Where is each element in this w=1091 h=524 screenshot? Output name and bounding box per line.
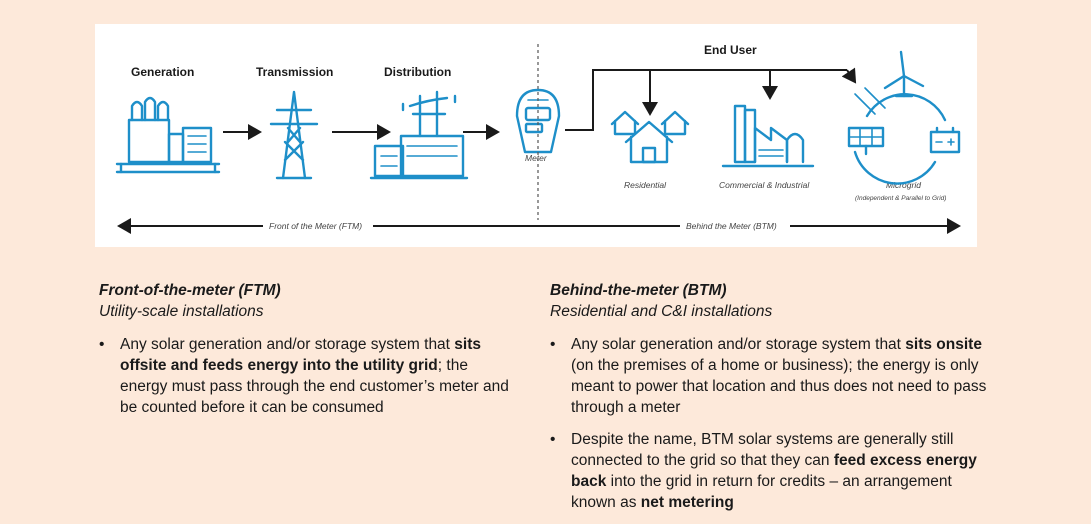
battery-icon bbox=[929, 126, 961, 154]
bullet-text: ; the energy must pass through the end c… bbox=[120, 357, 509, 416]
label-microgrid-sub: (Independent & Parallel to Grid) bbox=[855, 195, 946, 202]
bullet-bold-text: sits onsite bbox=[905, 336, 982, 353]
microgrid-ring-top bbox=[865, 93, 947, 122]
solar-panel-icon bbox=[847, 126, 885, 156]
transmission-tower-icon bbox=[269, 90, 319, 180]
wind-turbine-icon bbox=[883, 50, 925, 98]
bullet-text: Any solar generation and/or storage syst… bbox=[571, 336, 906, 353]
label-commercial: Commercial & Industrial bbox=[719, 180, 810, 190]
arrow-microgrid bbox=[841, 67, 857, 84]
energy-flow-diagram: Generation Transmission Distribution End… bbox=[95, 24, 977, 247]
ftm-title: Front-of-the-meter (FTM) bbox=[99, 282, 281, 299]
bullet-bold-text: feed excess energy back bbox=[571, 452, 977, 490]
bullet-item: Any solar generation and/or storage syst… bbox=[550, 334, 990, 418]
ftm-column: Front-of-the-meter (FTM) Utility-scale i… bbox=[99, 280, 519, 429]
meter-icon bbox=[515, 88, 561, 154]
label-generation: Generation bbox=[131, 65, 194, 79]
bullet-text: (on the premises of a home or business);… bbox=[571, 357, 987, 416]
diagram-svg: Generation Transmission Distribution End… bbox=[115, 43, 961, 234]
bullet-text: Despite the name, BTM solar systems are … bbox=[571, 431, 954, 469]
ftm-axis-label: Front of the Meter (FTM) bbox=[269, 221, 362, 231]
bullet-text: Any solar generation and/or storage syst… bbox=[120, 336, 455, 353]
btm-bullet-list: Any solar generation and/or storage syst… bbox=[550, 334, 990, 513]
factory-icon bbox=[721, 104, 815, 168]
houses-icon bbox=[610, 110, 690, 164]
bullet-item: Despite the name, BTM solar systems are … bbox=[550, 429, 990, 513]
grid-exchange-icon bbox=[854, 87, 886, 115]
ftm-subtitle: Utility-scale installations bbox=[99, 303, 264, 320]
btm-axis-label: Behind the Meter (BTM) bbox=[686, 221, 777, 231]
microgrid-ring-bottom bbox=[853, 150, 937, 185]
bullet-text: into the grid in return for credits – an… bbox=[571, 473, 952, 511]
distribution-icon bbox=[369, 90, 469, 180]
label-microgrid: Microgrid bbox=[886, 180, 921, 190]
label-distribution: Distribution bbox=[384, 65, 451, 79]
bullet-bold-text: sits offsite and feeds energy into the u… bbox=[120, 336, 482, 374]
btm-title: Behind-the-meter (BTM) bbox=[550, 282, 727, 299]
btm-subtitle: Residential and C&I installations bbox=[550, 303, 773, 320]
label-end-user: End User bbox=[704, 43, 757, 57]
bullet-item: Any solar generation and/or storage syst… bbox=[99, 334, 519, 418]
bullet-bold-text: net metering bbox=[640, 494, 734, 511]
label-meter: Meter bbox=[525, 153, 548, 163]
end-user-feed-line bbox=[565, 69, 847, 131]
label-transmission: Transmission bbox=[256, 65, 333, 79]
btm-column: Behind-the-meter (BTM) Residential and C… bbox=[550, 280, 990, 524]
power-plant-icon bbox=[115, 96, 221, 174]
ftm-bullet-list: Any solar generation and/or storage syst… bbox=[99, 334, 519, 418]
label-residential: Residential bbox=[624, 180, 667, 190]
